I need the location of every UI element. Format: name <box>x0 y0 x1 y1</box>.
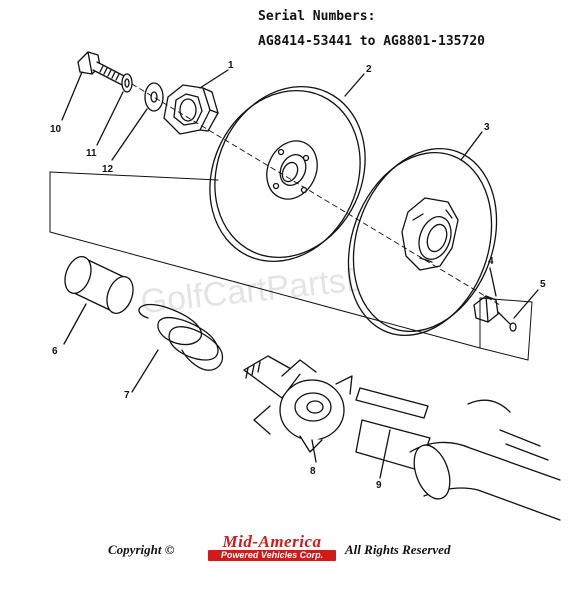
callout-12: 12 <box>102 164 114 175</box>
callout-6: 6 <box>52 346 58 357</box>
drive-shaft <box>409 399 561 521</box>
callout-2: 2 <box>366 64 372 75</box>
part-11-lock-washer <box>96 73 133 146</box>
callout-8: 8 <box>310 466 316 477</box>
rights-reserved-text: All Rights Reserved <box>345 542 451 557</box>
callout-10: 10 <box>50 124 62 135</box>
callout-3: 3 <box>484 122 490 133</box>
logo-name: Mid-America <box>222 532 322 551</box>
part-7-spring <box>131 303 223 393</box>
assembly-frame <box>49 171 481 349</box>
logo-bar <box>208 550 336 561</box>
part-3-movable-sheave <box>347 131 498 336</box>
callout-5: 5 <box>540 279 546 290</box>
serial-numbers-label: Serial Numbers: <box>258 9 376 24</box>
part-5-screw <box>497 289 539 332</box>
part-8-spider <box>243 355 353 463</box>
callout-7: 7 <box>124 390 130 401</box>
part-2-fixed-sheave <box>209 73 366 263</box>
callout-9: 9 <box>376 480 382 491</box>
mid-america-logo: Mid-America Powered Vehicles Corp. <box>206 532 338 562</box>
part-6-bushing <box>63 256 134 345</box>
callout-11: 11 <box>86 148 97 159</box>
part-1-hex-nut <box>163 69 229 135</box>
callout-1: 1 <box>228 60 234 71</box>
callout-4: 4 <box>488 256 494 267</box>
copyright-text: Copyright © <box>108 542 175 557</box>
part-9-shoe <box>355 387 431 479</box>
part-10-bolt <box>61 51 129 121</box>
serial-range: AG8414-53441 to AG8801-135720 <box>258 34 485 49</box>
logo-subtitle: Powered Vehicles Corp. <box>220 550 324 560</box>
part-12-flat-washer <box>111 82 164 161</box>
